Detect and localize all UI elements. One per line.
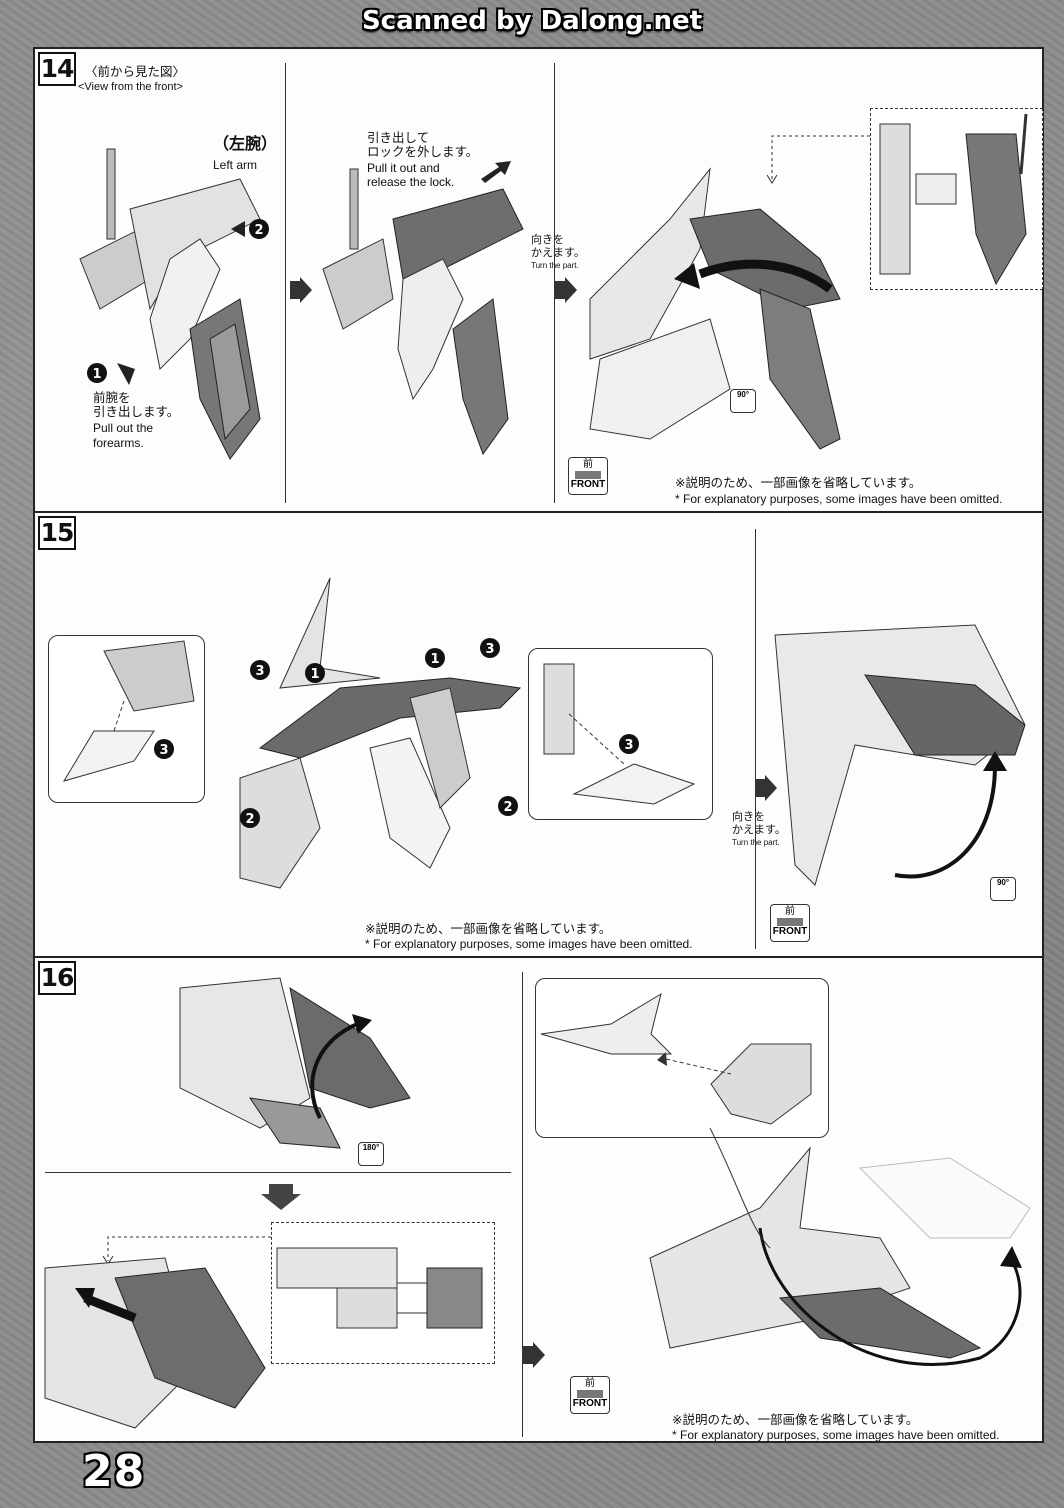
- callout-2-text-a: 2: [245, 812, 254, 827]
- down-arrow: [261, 1184, 301, 1210]
- detail-inset: [870, 108, 1043, 290]
- wing-assembly-illustration: 3 1 1 3 2 2: [239, 577, 522, 889]
- inset-top-right: [535, 978, 829, 1138]
- release-arrow: [481, 161, 511, 183]
- release-en-2: release the lock.: [367, 175, 455, 189]
- inset-right: 3: [528, 648, 713, 820]
- note-jp: ※説明のため、一部画像を省略しています。: [675, 475, 922, 490]
- callout-2-text: 2: [254, 223, 263, 238]
- turn-en: Turn the part.: [732, 838, 780, 847]
- left-arm-jp: （左腕）: [213, 134, 278, 153]
- front-jp: 前: [583, 459, 593, 470]
- front-en: FRONT: [572, 1398, 608, 1409]
- step-arrow-2: [555, 277, 577, 303]
- rotate-90-icon: 90°: [990, 877, 1016, 901]
- release-en-1: Pull it out and: [367, 161, 440, 175]
- turned-assembly-illustration: [774, 624, 1026, 886]
- front-jp: 前: [785, 906, 795, 917]
- flip-part-illustration: [179, 977, 411, 1149]
- callout-2-badge: 2: [231, 219, 269, 239]
- detail-inset-illustration: [879, 113, 1028, 286]
- release-jp-1: 引き出して: [367, 130, 430, 145]
- step-14: 14 〈前から見た図〉 <View from the front> （左腕） L…: [35, 49, 1043, 513]
- left-arm-en: Left arm: [213, 158, 258, 172]
- step-arrow-1: [290, 277, 312, 303]
- turn-jp-2: かえます。: [732, 823, 786, 836]
- front-jp: 前: [585, 1378, 595, 1389]
- instruction-page: 14 〈前から見た図〉 <View from the front> （左腕） L…: [33, 47, 1044, 1443]
- rotate-90-label: 90°: [736, 390, 750, 399]
- detail-inset: [271, 1222, 495, 1364]
- view-label-en: <View from the front>: [78, 81, 183, 93]
- inset-right-illustration: 3: [543, 663, 696, 805]
- callout-3-text-c: 3: [485, 642, 494, 657]
- page-number: 28: [82, 1446, 146, 1497]
- front-indicator: 前 FRONT: [568, 457, 608, 495]
- turn-jp-1: 向きを: [531, 233, 564, 246]
- note-en: * For explanatory purposes, some images …: [672, 1428, 1000, 1442]
- step-15: 15 3 3 1 1 3 2: [35, 513, 1042, 958]
- turn-jp-1: 向きを: [732, 810, 765, 823]
- left-arm-illustration: [79, 148, 261, 460]
- callout-1-badge: 1: [87, 363, 135, 385]
- front-indicator: 前 FRONT: [770, 904, 810, 942]
- step-number: 15: [38, 516, 76, 550]
- detail-inset-illustration: [276, 1247, 483, 1329]
- note-en: * For explanatory purposes, some images …: [675, 492, 1003, 506]
- callout-3-text-d: 3: [624, 738, 633, 753]
- step-arrow-3: [755, 775, 777, 801]
- rotate-180-label: 180°: [362, 1143, 380, 1152]
- note-en: * For explanatory purposes, some images …: [365, 937, 693, 951]
- inset-left-illustration: 3: [62, 640, 195, 782]
- callout-3-text-b: 3: [255, 664, 264, 679]
- pull-forearm-en-2: forearms.: [93, 436, 144, 450]
- view-label-jp: 〈前から見た図〉: [85, 64, 186, 79]
- step-arrow-4: [523, 1342, 545, 1368]
- rotate-90-label: 90°: [996, 878, 1010, 887]
- final-assembly-illustration: [649, 1127, 1031, 1366]
- callout-2-text-b: 2: [503, 800, 512, 815]
- release-lock-illustration: [322, 168, 524, 456]
- front-en: FRONT: [570, 479, 606, 490]
- turn-part-illustration: [589, 167, 841, 450]
- step-16: 16 180°: [35, 958, 1042, 1443]
- callout-1-text-a: 1: [310, 667, 319, 682]
- callout-1-text-b: 1: [430, 652, 439, 667]
- rotate-180-icon: 180°: [358, 1142, 384, 1166]
- step-number: 14: [38, 52, 76, 86]
- pull-forearm-jp-1: 前腕を: [93, 390, 131, 405]
- note-jp: ※説明のため、一部画像を省略しています。: [365, 921, 612, 936]
- turn-jp-2: かえます。: [531, 246, 585, 259]
- note-jp: ※説明のため、一部画像を省略しています。: [672, 1412, 919, 1427]
- turn-en: Turn the part.: [531, 261, 579, 270]
- front-indicator: 前 FRONT: [570, 1376, 610, 1414]
- rotate-90-icon: 90°: [730, 389, 756, 413]
- release-jp-2: ロックを外します。: [367, 144, 479, 159]
- pull-forearm-jp-2: 引き出します。: [93, 404, 180, 419]
- pull-forearm-en-1: Pull out the: [93, 421, 154, 435]
- front-en: FRONT: [772, 926, 808, 937]
- callout-1-text: 1: [92, 367, 101, 382]
- inset-top-right-illustration: [540, 992, 812, 1125]
- inset-left: 3: [48, 635, 205, 803]
- attach-shield-illustration: [44, 1257, 266, 1429]
- step-number: 16: [38, 961, 76, 995]
- callout-3-text-a: 3: [159, 743, 168, 758]
- inset-leader-line: [766, 135, 870, 184]
- watermark: Scanned by Dalong.net: [361, 6, 703, 36]
